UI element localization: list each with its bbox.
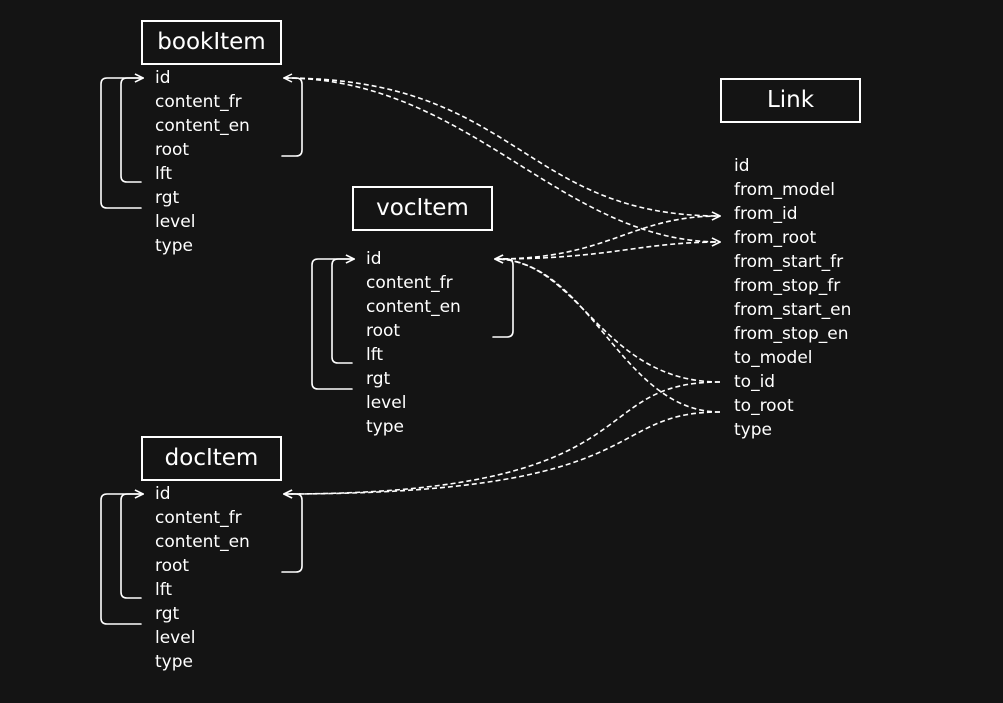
- bookItem-field: content_fr: [155, 92, 242, 112]
- vocItem-title: vocItem: [352, 186, 493, 231]
- link-field: from_id: [734, 204, 798, 224]
- bookItem-root-to-id-line: [281, 78, 303, 157]
- link-title: Link: [720, 78, 861, 123]
- link-field: from_model: [734, 180, 835, 200]
- link-field: id: [734, 156, 750, 176]
- bookItem-fields: id content_fr content_en root lft rgt le…: [155, 66, 250, 258]
- vocItem-field: rgt: [366, 369, 391, 389]
- docItem-field: rgt: [155, 604, 180, 624]
- link-to-id-to-docItem-id-line: [284, 381, 721, 494]
- vocItem-rgt-to-id-line: [311, 259, 354, 390]
- vocItem-field: lft: [366, 345, 384, 365]
- vocItem-field: level: [366, 393, 407, 413]
- link-field: from_stop_en: [734, 324, 849, 344]
- docItem-field: id: [155, 484, 171, 504]
- vocItem-field: root: [366, 321, 401, 341]
- vocItem-field: content_en: [366, 297, 461, 317]
- link-to-root-to-docItem-id-line: [284, 411, 721, 494]
- bookItem-title: bookItem: [141, 20, 282, 65]
- link-field: from_start_en: [734, 300, 852, 320]
- link-field: to_id: [734, 372, 776, 392]
- vocItem-lft-to-id-line: [331, 259, 354, 364]
- link-field: to_root: [734, 396, 794, 416]
- docItem-field: level: [155, 628, 196, 648]
- link-to-root-to-vocItem-id-line: [495, 259, 721, 413]
- link-field: to_model: [734, 348, 813, 368]
- docItem-fields: id content_fr content_en root lft rgt le…: [155, 482, 250, 674]
- vocItem-id-to-link-from-root-line: [494, 242, 720, 260]
- docItem-root-to-id-line: [281, 494, 303, 573]
- bookItem-field: level: [155, 212, 196, 232]
- docItem-field: content_en: [155, 532, 250, 552]
- docItem-title: docItem: [141, 436, 282, 481]
- link-fields: id from_model from_id from_root from_sta…: [734, 154, 851, 442]
- bookItem-id-to-link-from-id-line: [283, 77, 720, 216]
- docItem-lft-to-id-line: [120, 494, 143, 599]
- bookItem-field: root: [155, 140, 190, 160]
- link-field: type: [734, 420, 772, 440]
- docItem-field: lft: [155, 580, 173, 600]
- vocItem-field: content_fr: [366, 273, 453, 293]
- bookItem-field: rgt: [155, 188, 180, 208]
- bookItem-field: id: [155, 68, 171, 88]
- bookItem-id-to-link-from-root-line: [283, 77, 720, 242]
- docItem-field: type: [155, 652, 193, 672]
- link-field: from_root: [734, 228, 817, 248]
- vocItem-field: id: [366, 249, 382, 269]
- link-field: from_start_fr: [734, 252, 844, 272]
- docItem-field: content_fr: [155, 508, 242, 528]
- docItem-field: root: [155, 556, 190, 576]
- docItem-rgt-to-id-line: [100, 494, 143, 625]
- link-field: from_stop_fr: [734, 276, 841, 296]
- bookItem-field: type: [155, 236, 193, 256]
- vocItem-fields: id content_fr content_en root lft rgt le…: [366, 247, 461, 439]
- link-to-id-to-vocItem-id-line: [495, 259, 721, 383]
- bookItem-rgt-to-id-line: [100, 78, 143, 209]
- bookItem-field: lft: [155, 164, 173, 184]
- vocItem-id-to-link-from-id-line: [494, 216, 720, 260]
- bookItem-field: content_en: [155, 116, 250, 136]
- bookItem-lft-to-id-line: [120, 78, 143, 183]
- vocItem-field: type: [366, 417, 404, 437]
- vocItem-root-to-id-line: [492, 259, 514, 338]
